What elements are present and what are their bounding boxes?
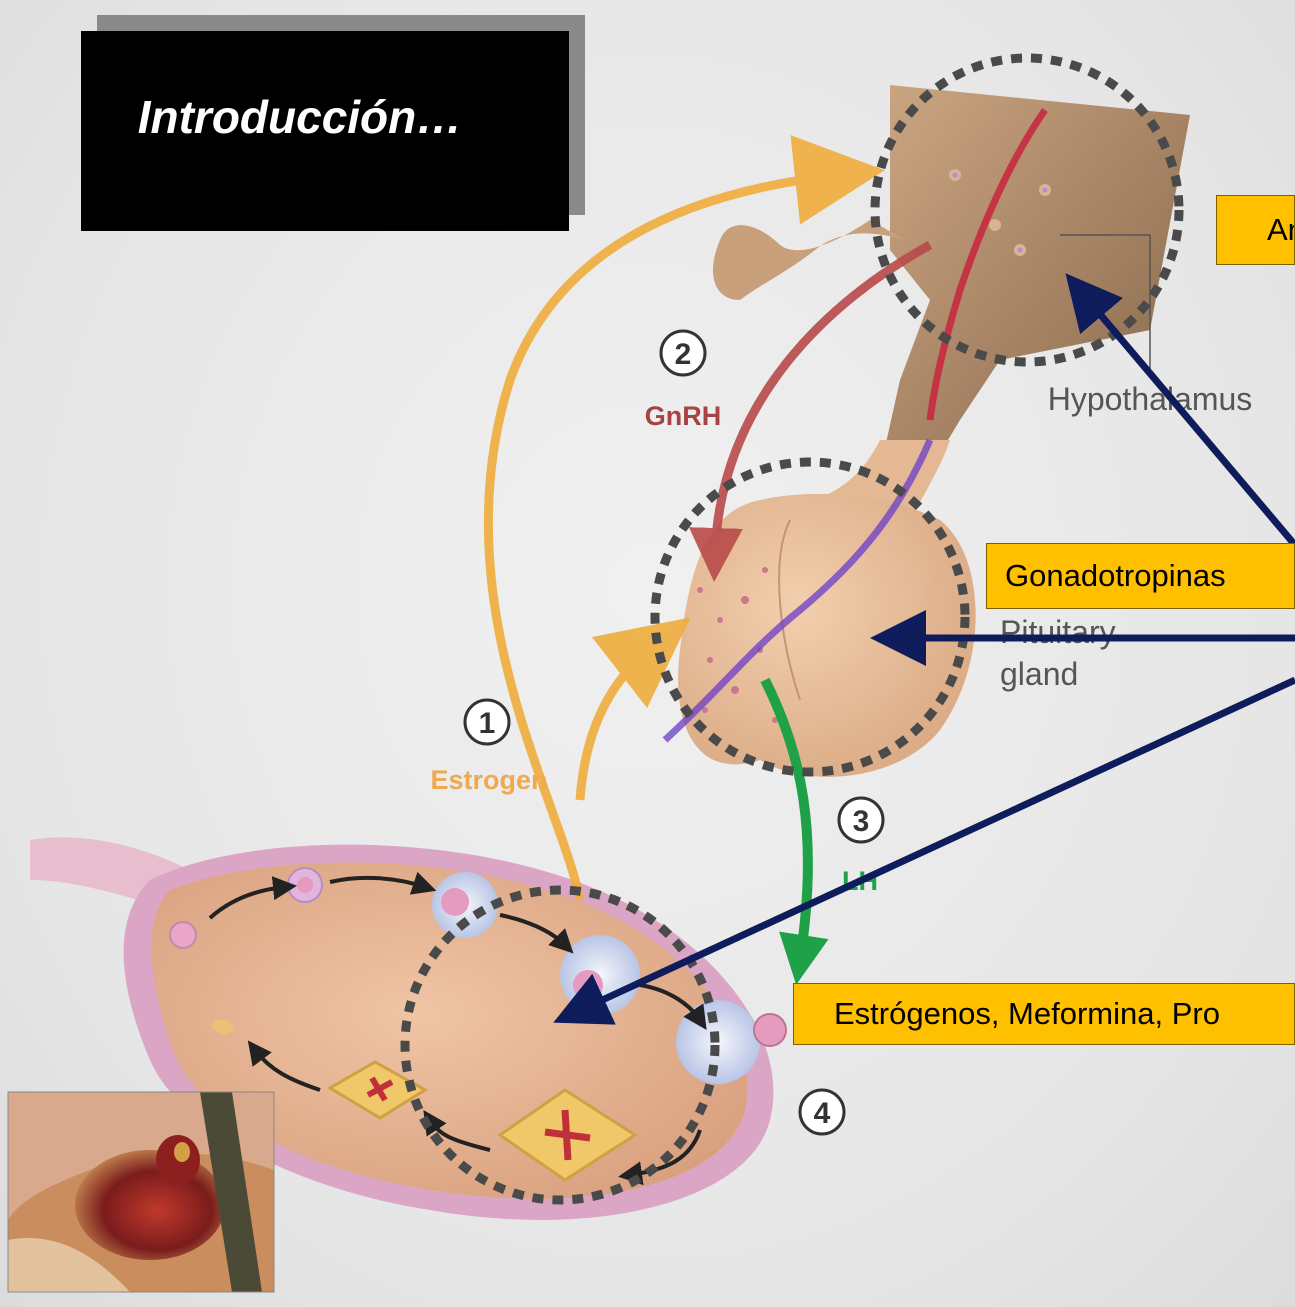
step-4-number: 4 — [814, 1097, 831, 1130]
pituitary-label-line1: Pituitary — [1000, 614, 1116, 650]
estrogen-label: Estrogen — [430, 765, 547, 795]
pituitary-gland — [665, 440, 976, 777]
callout-hypothalamus: An — [1216, 195, 1295, 265]
step-1-number: 1 — [479, 707, 496, 740]
title-box: Introducción… — [81, 31, 569, 231]
step-2-number: 2 — [675, 338, 692, 371]
callout-ovary: Estrógenos, Meformina, Pro — [793, 983, 1295, 1045]
callout-pituitary-text: Gonadotropinas — [1005, 558, 1226, 594]
callout-hypothalamus-text: An — [1267, 212, 1295, 248]
callout-pituitary: Gonadotropinas — [986, 543, 1295, 609]
estrogen-arrow-to-pituitary — [580, 645, 655, 800]
pointer-arrow-hypothalamus — [1088, 300, 1295, 545]
slide-title: Introducción… — [138, 90, 463, 144]
gnrh-label: GnRH — [645, 401, 722, 431]
step-4-marker: 4 — [800, 1090, 844, 1134]
laparoscopy-photo — [8, 1092, 274, 1292]
callout-ovary-text: Estrógenos, Meformina, Pro — [834, 996, 1220, 1032]
step-3-number: 3 — [853, 805, 870, 838]
step-2-marker: 2 GnRH — [645, 331, 722, 431]
hypothalamus-label: Hypothalamus — [1048, 381, 1253, 417]
pituitary-label-line2: gland — [1000, 656, 1078, 692]
